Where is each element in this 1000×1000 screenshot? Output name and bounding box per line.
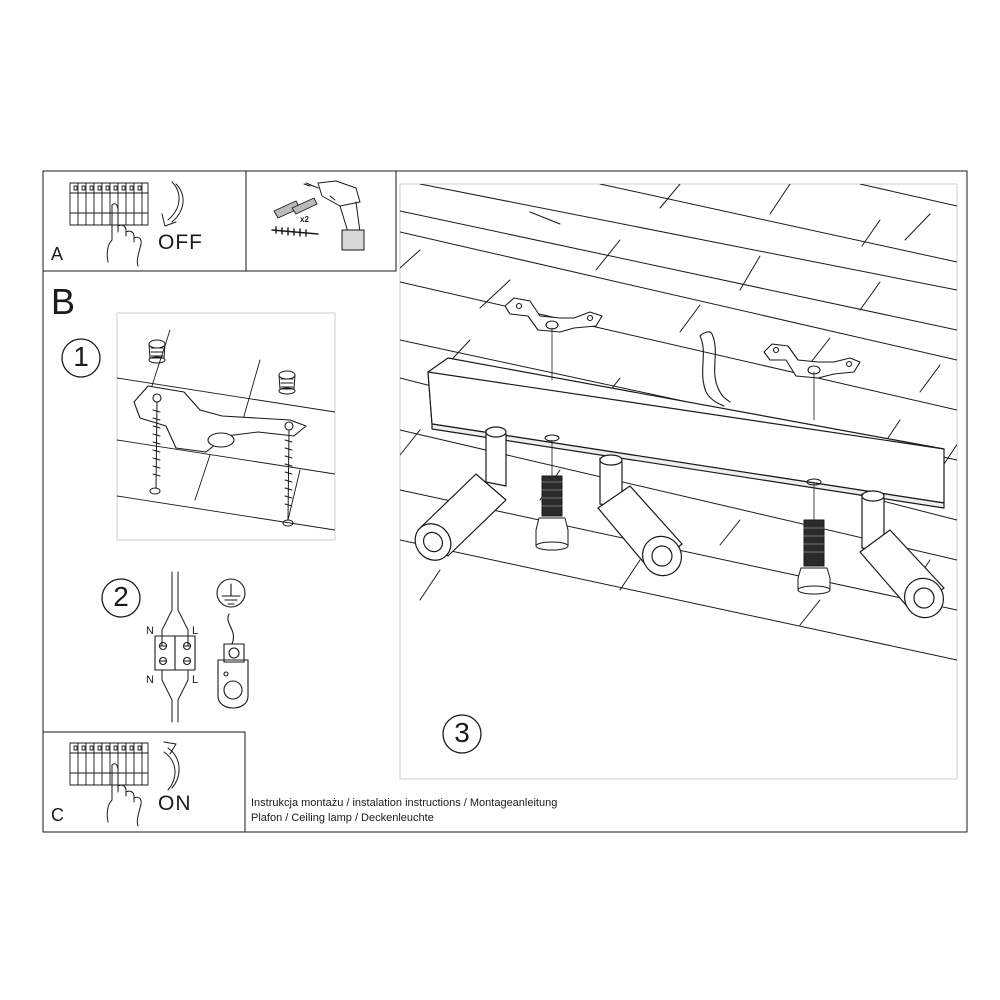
rail-holes xyxy=(544,434,822,486)
wire-label-live-top: L xyxy=(192,625,199,637)
spotlight-icon xyxy=(597,454,683,577)
wire-label-neutral-bottom: N xyxy=(146,674,154,686)
bracket-icon xyxy=(504,297,861,379)
wire-diagram xyxy=(161,571,189,723)
panel-b-label: B xyxy=(51,281,76,322)
step-number-1: 1 xyxy=(73,341,89,372)
bolt-icon xyxy=(535,475,569,551)
switch-on-label: ON xyxy=(158,792,192,815)
mounting-rail xyxy=(427,357,945,509)
step-number-3: 3 xyxy=(454,717,470,748)
power-cable xyxy=(699,331,731,407)
arrow-up-icon xyxy=(163,741,180,791)
screw-icon xyxy=(271,226,319,237)
sheet-frame xyxy=(42,170,968,833)
caption-line-2: Plafon / Ceiling lamp / Deckenleuchte xyxy=(251,812,434,824)
ground-symbol-icon xyxy=(216,578,246,645)
bolt-icon xyxy=(797,519,831,595)
wire-label-live-bottom: L xyxy=(192,674,199,686)
wire-label-neutral-top: N xyxy=(146,625,154,637)
screw-icon xyxy=(149,401,294,527)
step-number-2: 2 xyxy=(113,581,129,612)
step-circles xyxy=(61,338,482,754)
arrow-down-icon xyxy=(161,181,184,227)
terminal-block-icon xyxy=(154,635,196,671)
guide-lines xyxy=(551,327,815,521)
hand-icon xyxy=(106,203,142,267)
drill-icon xyxy=(303,180,365,251)
bracket-icon xyxy=(133,385,307,453)
wall-plug-icon xyxy=(148,339,296,395)
wall-plug-icon xyxy=(273,197,318,219)
panel-c-label: C xyxy=(51,805,64,825)
circuit-breaker-icon xyxy=(69,742,149,786)
spotlight-icon xyxy=(859,490,945,619)
caption: Instrukcja montażu / instalation instruc… xyxy=(251,796,557,826)
quantity-label: x2 xyxy=(300,215,309,224)
switch-off-label: OFF xyxy=(158,231,203,254)
circuit-breaker-icon xyxy=(69,182,149,226)
ground-terminal-icon xyxy=(217,643,249,709)
spotlight-icon xyxy=(414,426,507,561)
hand-icon xyxy=(106,763,142,827)
bracket-mounting-illustration xyxy=(117,329,335,531)
caption-line-1: Instrukcja montażu / instalation instruc… xyxy=(251,797,558,809)
panel-a-label: A xyxy=(51,244,64,264)
